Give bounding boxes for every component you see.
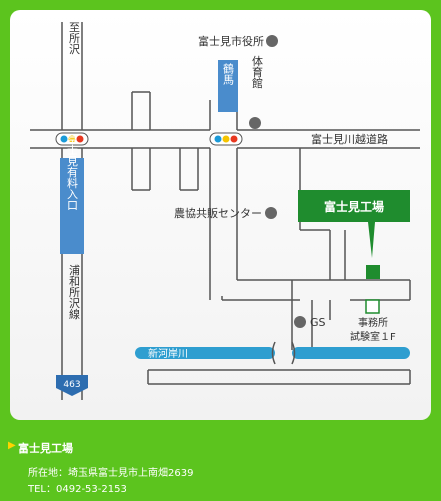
footer-info: ▶ 富士見工場 所在地：埼玉県富士見市上南畑2639 TEL：0492-53-2… — [0, 428, 441, 501]
road-east-grid — [222, 230, 346, 350]
office-marker-icon — [365, 299, 380, 314]
road-fujimikawagoe — [300, 129, 420, 149]
footer-title: 富士見工場 — [18, 442, 73, 455]
footer-tel: TEL：0492-53-2153 — [28, 484, 127, 495]
toll-entrance-sign — [60, 158, 84, 254]
label-route-463: 463 — [63, 380, 80, 390]
road-south — [147, 369, 411, 385]
factory-marker-icon — [366, 265, 380, 279]
label-toll-entrance: 富士見有料入口 — [66, 132, 79, 210]
label-tokorozawa: 至所沢 — [68, 22, 81, 56]
label-nokyo: 農協共販センター — [174, 206, 262, 220]
nokyo-marker-icon — [265, 207, 277, 219]
factory-callout — [298, 190, 410, 222]
label-river: 新河岸川 — [148, 347, 188, 360]
route-463-badge — [56, 375, 88, 396]
label-urawa: 浦和所沢線 — [68, 264, 81, 319]
label-tsuruma: 鶴馬 — [222, 62, 235, 86]
city-hall-marker-icon — [266, 35, 278, 47]
branch-2 — [131, 148, 151, 191]
gym-marker-icon — [249, 117, 261, 129]
river — [135, 341, 410, 365]
access-map: 至所沢 富士見市役所 体育館 富士見川越道路 農協共販センター GS 浦和所沢線… — [10, 10, 431, 420]
map-canvas: 至所沢 富士見市役所 体育館 富士見川越道路 農協共販センター GS 浦和所沢線… — [10, 10, 431, 420]
footer-address: 所在地：埼玉県富士見市上南畑2639 — [28, 468, 194, 479]
label-office: 事務所 試験室１F — [350, 316, 396, 343]
tsuruma-sign — [218, 60, 238, 112]
road-tokorozawa — [61, 22, 83, 130]
roads — [30, 22, 420, 400]
gs-marker-icon — [294, 316, 306, 328]
label-factory-callout: 富士見工場 — [324, 199, 384, 214]
label-city-hall: 富士見市役所 — [198, 34, 264, 48]
label-fujimikawagoe: 富士見川越道路 — [311, 132, 388, 146]
road-main-mid — [237, 129, 300, 149]
road-tsuruma-south — [209, 148, 238, 300]
label-gs: GS — [310, 316, 326, 329]
road-east-edge — [350, 280, 411, 301]
traffic-light-west-icon — [55, 132, 89, 146]
map-background — [10, 10, 431, 420]
factory-pointer — [368, 222, 375, 258]
branch-1 — [131, 91, 151, 130]
label-gym: 体育館 — [251, 54, 264, 89]
branch-3 — [179, 148, 199, 191]
traffic-light-tsuruma-icon — [209, 132, 243, 146]
bullet-arrow-icon: ▶ — [8, 440, 16, 451]
